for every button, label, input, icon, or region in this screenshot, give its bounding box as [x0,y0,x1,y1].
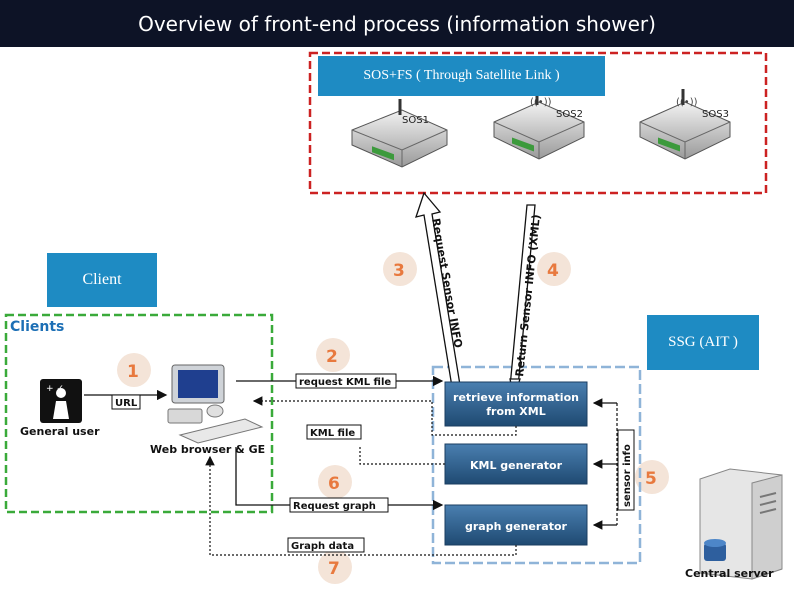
graph-generator-box: graph generator [444,504,588,546]
computer-icon [167,364,264,444]
request-graph-label-box [289,497,389,513]
kml-file-arrow [252,396,517,436]
ssg-callout-text: SSG (AIT ) [668,334,738,350]
url-label-box [111,394,141,410]
sensor-label-sos3: SOS3 [702,109,729,120]
svg-text:6: 6 [328,474,340,494]
svg-text:+ ✓: + ✓ [46,384,64,394]
svg-text:from XML: from XML [486,405,546,418]
svg-text:7: 7 [328,559,340,579]
kml-file-label: KML file [310,428,355,439]
svg-text:retrieve information: retrieve information [453,391,579,404]
kml-to-retrieve-link [359,447,445,465]
clients-group-border [4,313,274,514]
graph-data-arrow [205,455,517,556]
svg-text:2: 2 [326,347,338,367]
request-kml-label-box [295,373,397,389]
sensor-label-sos1: SOS1 [402,115,429,126]
step-number-2: 2 [316,338,350,372]
ssg-group-border [431,365,642,565]
step-number-1: 1 [117,353,151,387]
sos-group-border [308,51,768,195]
sos-fs-callout: SOS+FS ( Through Satellite Link ) [318,56,605,96]
general-user-icon: + ✓ [40,379,82,423]
request-kml-label: request KML file [299,377,391,388]
wifi-icon: ((•)) [530,97,552,108]
request-graph-label: Request graph [293,501,376,512]
svg-text:3: 3 [393,261,405,281]
svg-text:5: 5 [645,469,657,489]
sensor-router-sos1 [351,99,448,168]
ssg-callout: SSG (AIT ) [647,315,759,370]
wifi-icon: ((•)) [676,97,698,108]
sensor-router-sos3 [639,89,731,160]
general-user-label: General user [20,425,100,438]
central-server-icon [699,468,783,580]
sensor-info-connector: sensor info [592,398,635,530]
clients-heading: Clients [10,319,64,335]
request-sensor-info-arrow: Request Sensor INFO [415,191,465,388]
kml-file-label-box [306,424,362,440]
graph-data-label: Graph data [291,541,354,552]
step-number-3: 3 [383,252,417,286]
step-number-5: 5 [635,460,669,494]
svg-text:sensor info: sensor info [622,444,633,507]
step-number-4: 4 [537,252,571,286]
svg-text:1: 1 [127,362,139,382]
central-server-label: Central server [685,567,774,580]
sos-fs-callout-text: SOS+FS ( Through Satellite Link ) [363,68,560,83]
svg-text:Return Sensor INFO (XML): Return Sensor INFO (XML) [513,214,543,378]
client-callout: Client [47,253,157,307]
title-bar: Overview of front-end process (informati… [0,0,794,47]
retrieve-information-box: retrieve information from XML [444,381,588,427]
step-number-7: 7 [318,550,352,584]
web-browser-label: Web browser & GE [150,443,265,456]
kml-generator-box: KML generator [444,443,588,485]
step-number-6: 6 [318,465,352,499]
graph-data-label-box [287,537,365,553]
svg-text:KML generator: KML generator [470,459,563,472]
page-title: Overview of front-end process (informati… [138,12,656,36]
sensor-router-sos2 [493,89,585,160]
sensor-label-sos2: SOS2 [556,109,583,120]
client-callout-text: Client [82,271,122,288]
svg-text:4: 4 [547,261,559,281]
svg-text:graph generator: graph generator [465,520,568,533]
url-label: URL [115,398,138,409]
